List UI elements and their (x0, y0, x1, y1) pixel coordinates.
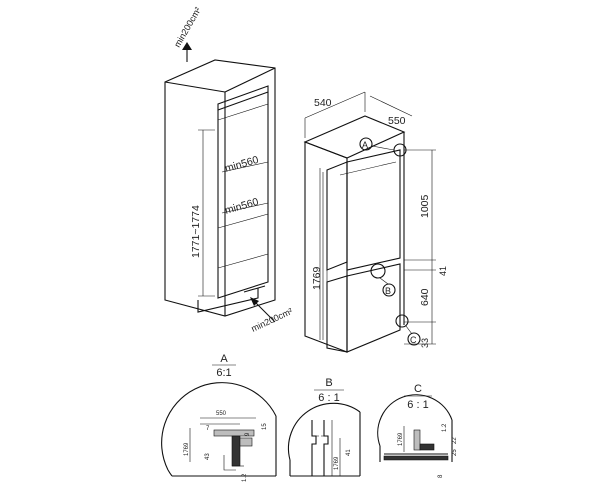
detail-a-12: 1.2 (242, 473, 248, 482)
fridge-width-label: 540 (314, 97, 332, 109)
detail-b-41: 41 (346, 449, 352, 456)
cabinet-height-dimension: 1771~1774 (190, 129, 215, 297)
callout-c-label: C (410, 335, 417, 345)
callout-c: C (395, 314, 421, 346)
detail-c-22: 22 (452, 437, 458, 444)
detail-a-550: 550 (216, 411, 227, 417)
bottom-gap-label: 33 (420, 338, 430, 348)
cabinet-depth-dimensions: min560 min560 (221, 154, 269, 217)
detail-b-1769: 1769 (334, 456, 340, 470)
cabinet-niche (164, 59, 276, 317)
detail-a: A 6:1 550 7 9 15 1769 43 1.2 (161, 353, 277, 482)
vent-top-label: min200cm² (172, 5, 203, 49)
vent-top: min200cm² (172, 5, 203, 62)
fridge-depth-label: 550 (388, 115, 406, 127)
depth-upper-label: min560 (224, 154, 261, 175)
vent-bottom: min200cm² (250, 297, 295, 334)
detail-a-43: 43 (205, 453, 211, 460)
cabinet-height-label: 1771~1774 (190, 205, 202, 258)
fridge-height-label: 1769 (311, 266, 323, 290)
detail-a-7: 7 (206, 426, 210, 432)
detail-c-scale: 6 : 1 (407, 399, 428, 411)
lower-door-label: 640 (419, 288, 431, 306)
callout-a: A (359, 137, 407, 157)
gap-label: 41 (438, 266, 448, 276)
fridge-top-dimensions: 540 550 (304, 91, 413, 138)
detail-c: C 6 : 1 1769 1.2 22 25 8 (377, 383, 458, 478)
callout-b-label: B (385, 286, 391, 296)
detail-a-15: 15 (262, 423, 268, 430)
detail-b-scale: 6 : 1 (318, 392, 339, 404)
detail-a-9: 9 (245, 432, 251, 436)
depth-lower-label: min560 (224, 196, 261, 217)
vent-bottom-label: min200cm² (250, 306, 295, 334)
detail-c-8: 8 (438, 474, 444, 478)
detail-b-title: B (325, 377, 332, 389)
detail-c-12: 1.2 (442, 423, 448, 432)
detail-c-1769: 1769 (398, 432, 404, 446)
callout-a-label: A (362, 140, 368, 150)
callout-b: B (370, 263, 396, 297)
detail-a-title: A (220, 353, 228, 365)
fridge-body (303, 115, 406, 353)
detail-a-1769: 1769 (184, 442, 190, 456)
fridge-side-dimensions: 1005 41 640 33 (404, 149, 448, 348)
detail-c-25: 25 (452, 449, 458, 456)
fridge-height-dimension: 1769 (311, 172, 324, 340)
detail-c-title: C (414, 383, 422, 395)
detail-b: B 6 : 1 1769 41 (287, 377, 361, 477)
upper-door-label: 1005 (419, 194, 431, 218)
detail-a-scale: 6:1 (216, 367, 231, 379)
